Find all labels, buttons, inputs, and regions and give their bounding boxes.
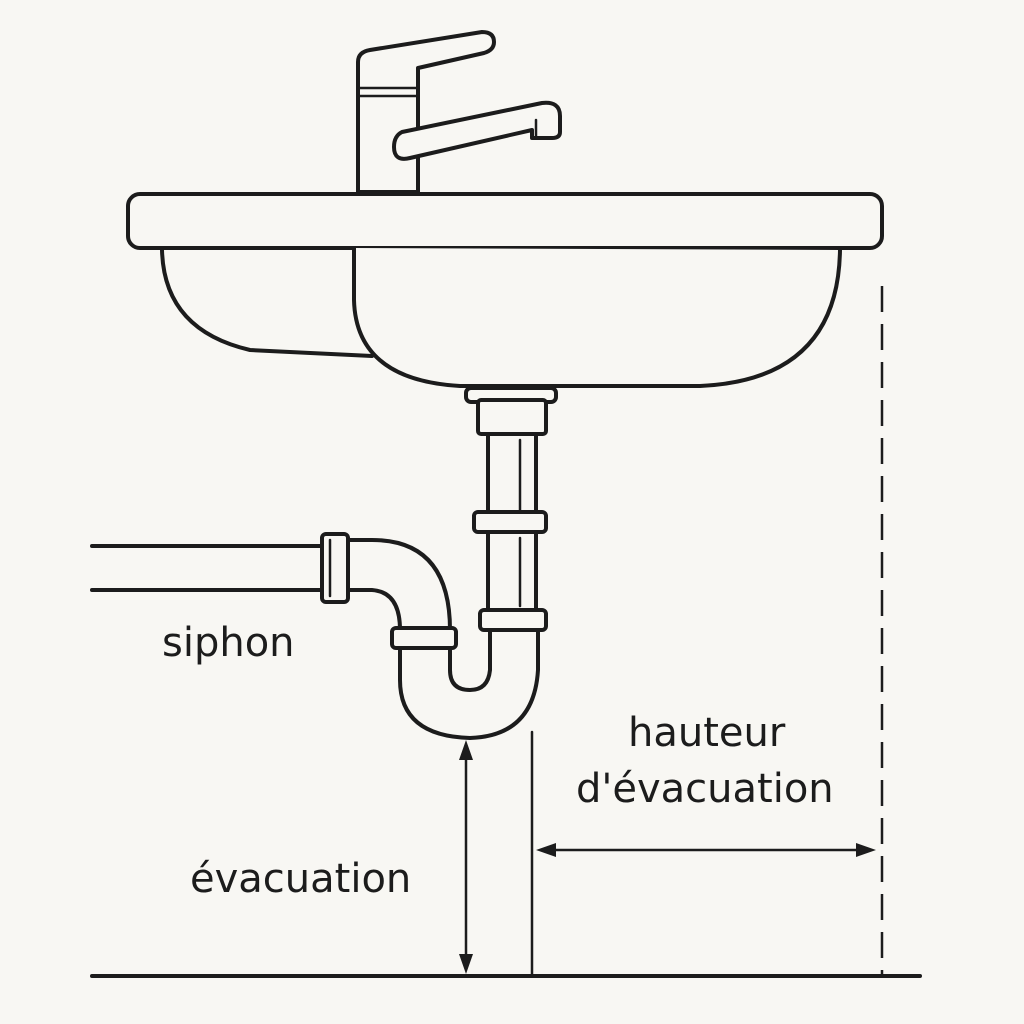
arrow-right-head [856,843,876,857]
faucet-spout [392,100,562,161]
arrow-down-head [459,954,473,974]
trap-slip-nut [390,626,458,650]
drain-height-dimension [536,843,876,857]
arrow-left-head [536,843,556,857]
label-evacuation: évacuation [190,856,411,902]
p-trap [346,538,540,740]
slip-nut-lower [478,608,548,632]
sink-basin-back [160,248,374,358]
trap-inner-curve [346,538,492,692]
label-drain-height-line2: d'évacuation [576,766,834,812]
label-drain-height-line1: hauteur [628,710,786,756]
slip-nut-upper [472,510,548,534]
evacuation-dimension [459,740,473,974]
faucet-body-lever [356,30,496,194]
drain-neck [464,386,558,632]
drain-nut [476,398,548,436]
trap-outer-curve [346,588,540,740]
waste-pipe [90,532,350,604]
sink-basin-front [352,248,842,388]
arrow-up-head [459,740,473,760]
tailpiece-upper [486,432,538,516]
tailpiece-lower [486,530,538,612]
wall-pipe-coupling [320,532,350,604]
faucet [356,30,562,194]
label-siphon: siphon [162,620,295,666]
sink-rim [126,192,884,250]
